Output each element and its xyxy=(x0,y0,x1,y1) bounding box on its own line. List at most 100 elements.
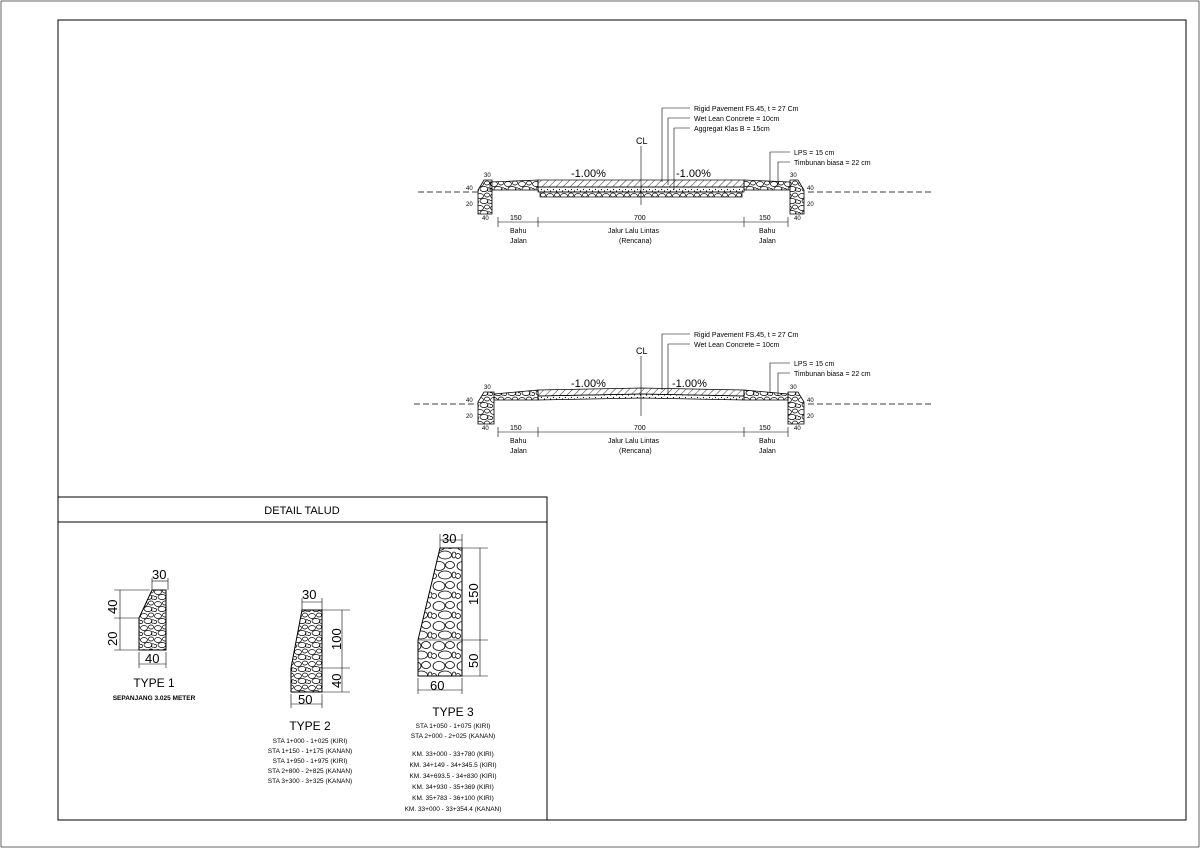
cross-section-1: CL -1.00% -1.00% Rigid Pavement FS.45, t… xyxy=(418,106,932,245)
talud-left xyxy=(477,179,493,215)
type3-km: KM. 33+000 - 33+354.4 (KANAN) xyxy=(405,806,502,813)
callout-rigid-pavement: Rigid Pavement FS.45, t = 27 Cm xyxy=(694,106,799,113)
label-lane-2: (Rencana) xyxy=(619,238,652,245)
cross-section-2: CL -1.00% -1.00% Rigid Pavement FS.45, t… xyxy=(414,332,932,455)
callout-leader-timbunan xyxy=(777,161,790,186)
dim-lane: 700 xyxy=(634,425,646,432)
callout-aggregate: Aggregat Klas B = 15cm xyxy=(694,126,770,133)
talud-type-1: 30 40 20 40 TYPE 1 SEPANJANG 3.025 METER xyxy=(105,567,196,702)
type2-sta: STA 1+950 - 1+975 (KIRI) xyxy=(273,758,348,765)
label-lane: Jalur Lalu Lintas xyxy=(608,438,659,445)
callout-leader-2 xyxy=(667,343,690,395)
type3-talud-shape xyxy=(417,547,463,677)
talud-dim-side-left: 40 xyxy=(466,186,473,192)
talud-right xyxy=(789,179,805,215)
detail-talud-panel: DETAIL TALUD 30 40 20 40 TYPE 1 SEPANJAN… xyxy=(57,496,548,821)
talud-left xyxy=(477,391,495,425)
label-shoulder-right: Bahu xyxy=(759,228,775,235)
type1-title: TYPE 1 xyxy=(133,676,175,690)
talud-dim-bottom-left: 40 xyxy=(482,426,489,432)
slope-left: -1.00% xyxy=(571,168,606,180)
talud-dim-side-left-2: 20 xyxy=(466,202,473,208)
type2-sta: STA 2+800 - 2+825 (KANAN) xyxy=(268,768,352,775)
dim-shoulder-left: 150 xyxy=(510,215,522,222)
type3-dim-side-upper: 150 xyxy=(466,583,481,605)
slope-right: -1.00% xyxy=(672,378,707,390)
callout-rigid-pavement: Rigid Pavement FS.45, t = 27 Cm xyxy=(694,332,799,339)
detail-panel-frame xyxy=(57,496,548,821)
label-shoulder-right: Bahu xyxy=(759,438,775,445)
type1-talud-shape xyxy=(138,589,167,651)
type3-sta: STA 1+050 - 1+075 (KIRI) xyxy=(416,723,491,730)
shoulder-left xyxy=(493,389,539,401)
detail-title: DETAIL TALUD xyxy=(264,505,339,517)
callout-lps: LPS = 15 cm xyxy=(794,150,834,157)
talud-right xyxy=(787,391,805,425)
talud-dim-bottom-right: 40 xyxy=(794,216,801,222)
talud-dim-top-left: 30 xyxy=(484,173,491,179)
type3-km: KM. 33+000 - 33+780 (KIRI) xyxy=(412,751,494,758)
callout-wet-lean-concrete: Wet Lean Concrete = 10cm xyxy=(694,116,779,123)
talud-dim-side-right: 40 xyxy=(807,398,814,404)
type2-dim-side-upper: 100 xyxy=(329,628,344,650)
shoulder-right xyxy=(743,389,789,401)
type3-dim-bottom: 60 xyxy=(430,678,444,693)
centerline-label: CL xyxy=(636,346,648,356)
callout-leader-lps xyxy=(769,362,790,393)
drawing-frame xyxy=(57,19,1187,821)
type2-sta: STA 1+000 - 1+025 (KIRI) xyxy=(273,738,348,745)
label-shoulder-right-2: Jalan xyxy=(759,238,776,245)
callout-leader-2 xyxy=(667,117,690,185)
talud-dim-side-right-2: 20 xyxy=(807,414,814,420)
talud-dim-side-left: 40 xyxy=(466,398,473,404)
talud-dim-bottom-right: 40 xyxy=(794,426,801,432)
centerline-label: CL xyxy=(636,136,648,146)
talud-dim-top-right: 30 xyxy=(790,173,797,179)
callout-leader-lps xyxy=(769,151,790,183)
callout-leader-1 xyxy=(661,107,690,182)
type2-title: TYPE 2 xyxy=(289,719,331,733)
dim-shoulder-left: 150 xyxy=(510,425,522,432)
type2-dim-top: 30 xyxy=(302,587,316,602)
talud-type-2: 30 100 40 50 TYPE 2 STA 1+000 - 1+025 (K… xyxy=(268,587,352,785)
slope-right: -1.00% xyxy=(676,168,711,180)
callout-wet-lean-concrete: Wet Lean Concrete = 10cm xyxy=(694,342,779,349)
shoulder-right xyxy=(743,179,791,191)
label-lane-2: (Rencana) xyxy=(619,448,652,455)
type2-dim-bottom: 50 xyxy=(298,692,312,707)
callout-timbunan: Timbunan biasa = 22 cm xyxy=(794,371,871,378)
slope-left: -1.00% xyxy=(571,378,606,390)
talud-dim-bottom-left: 40 xyxy=(482,216,489,222)
type2-talud-shape xyxy=(290,609,323,693)
callout-timbunan: Timbunan biasa = 22 cm xyxy=(794,160,871,167)
talud-dim-side-left-2: 20 xyxy=(466,414,473,420)
type3-title: TYPE 3 xyxy=(432,705,474,719)
type3-km: KM. 35+783 - 36+100 (KIRI) xyxy=(412,795,494,802)
callout-leader-3 xyxy=(673,127,690,190)
talud-type-3: 30 150 50 60 TYPE 3 STA 1+050 - 1+075 (K… xyxy=(405,531,502,813)
type2-dim-side-lower: 40 xyxy=(329,674,344,688)
talud-dim-top-right: 30 xyxy=(790,385,797,391)
label-shoulder-left-2: Jalan xyxy=(510,448,527,455)
callout-lps: LPS = 15 cm xyxy=(794,361,834,368)
type3-dim-side-lower: 50 xyxy=(466,654,481,668)
type3-km: KM. 34+693.5 - 34+830 (KIRI) xyxy=(409,773,496,780)
type1-note: SEPANJANG 3.025 METER xyxy=(113,695,196,702)
callout-leader-1 xyxy=(661,333,690,390)
label-shoulder-left: Bahu xyxy=(510,438,526,445)
type3-dim-top: 30 xyxy=(442,531,456,546)
type3-sta: STA 2+000 - 2+025 (KANAN) xyxy=(411,733,495,740)
callout-leader-timbunan xyxy=(777,372,790,396)
type1-dim-bottom: 40 xyxy=(145,651,159,666)
talud-dim-side-right-2: 20 xyxy=(807,202,814,208)
talud-dim-top-left: 30 xyxy=(484,385,491,391)
talud-dim-side-right: 40 xyxy=(807,186,814,192)
type2-sta: STA 1+150 - 1+175 (KANAN) xyxy=(268,748,352,755)
type3-km: KM. 34+149 - 34+345.5 (KIRI) xyxy=(409,762,496,769)
type3-km: KM. 34+930 - 35+369 (KIRI) xyxy=(412,784,494,791)
label-shoulder-left: Bahu xyxy=(510,228,526,235)
dim-shoulder-right: 150 xyxy=(759,425,771,432)
type1-dim-top: 30 xyxy=(152,567,166,582)
